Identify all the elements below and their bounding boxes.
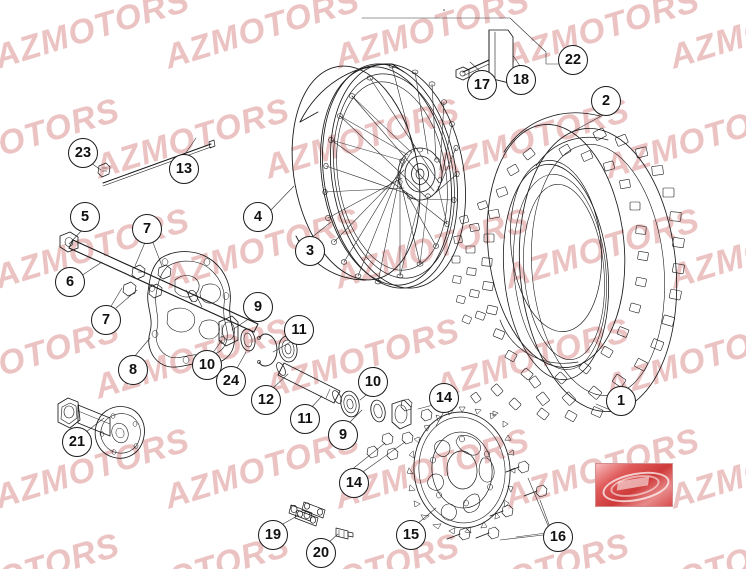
callout-axle-nut[interactable]: 5: [70, 202, 100, 232]
callout-rim-tape[interactable]: 4: [243, 202, 273, 232]
callout-disc-bolt[interactable]: 7: [91, 305, 121, 335]
callout-rim-lock[interactable]: 18: [506, 65, 536, 95]
callout-wheel-rim[interactable]: 3: [295, 236, 325, 266]
callout-spoke[interactable]: 13: [169, 154, 199, 184]
callout-rim-lock-nut[interactable]: 17: [467, 70, 497, 100]
callout-sprocket-bolt[interactable]: 14: [429, 383, 459, 413]
callout-bearing-sleeve[interactable]: 12: [251, 385, 281, 415]
callout-circlip[interactable]: 24: [216, 366, 246, 396]
callout-wheel-hub[interactable]: 21: [62, 427, 92, 457]
callout-rear-tire[interactable]: 1: [606, 386, 636, 416]
callout-inner-tube[interactable]: 2: [591, 86, 621, 116]
callout-rear-axle[interactable]: 6: [55, 267, 85, 297]
callout-sprocket-nut[interactable]: 16: [543, 522, 573, 552]
callout-chain-master-link[interactable]: 19: [258, 520, 288, 550]
callout-wheel-bearing[interactable]: 11: [290, 404, 320, 434]
callout-brake-disc[interactable]: 8: [118, 355, 148, 385]
callout-disc-bolt[interactable]: 7: [132, 214, 162, 244]
callout-rear-sprocket[interactable]: 15: [396, 520, 426, 550]
beta-logo: [595, 463, 673, 507]
callout-spoke-nipple[interactable]: 23: [68, 138, 98, 168]
callout-wheel-bearing[interactable]: 11: [284, 315, 314, 345]
callout-sprocket-bolt[interactable]: 14: [339, 468, 369, 498]
callout-clip[interactable]: 20: [306, 538, 336, 568]
callout-valve-assembly[interactable]: 22: [558, 45, 588, 75]
callout-seal[interactable]: 10: [358, 367, 388, 397]
callout-spacer[interactable]: 9: [328, 420, 358, 450]
callout-spacer[interactable]: 9: [243, 292, 273, 322]
